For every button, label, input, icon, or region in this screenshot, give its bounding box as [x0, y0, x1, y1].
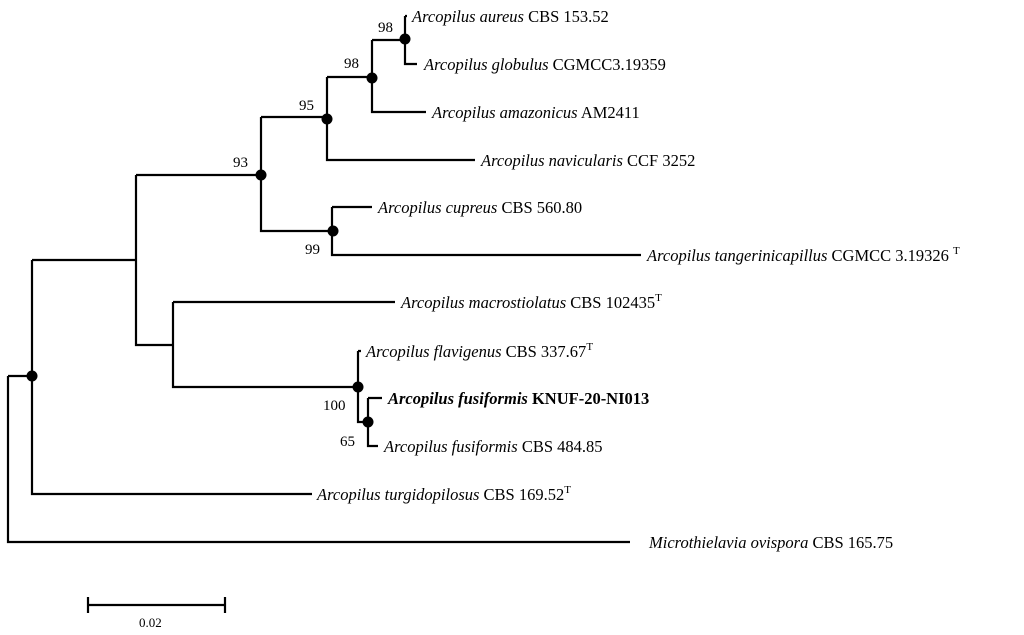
bootstrap-label: 98 [378, 20, 393, 36]
scale-bar-line [86, 597, 227, 613]
taxon-label: Arcopilus flavigenus CBS 337.67T [365, 341, 593, 361]
taxon-label-highlighted: Arcopilus fusiformis KNUF-20-NI013 [387, 389, 649, 408]
node-dot [327, 225, 339, 237]
taxon-label: Arcopilus cupreus CBS 560.80 [377, 198, 582, 217]
taxon-label: Arcopilus navicularis CCF 3252 [480, 151, 695, 170]
bootstrap-label: 93 [233, 155, 248, 171]
taxon-label: Arcopilus macrostiolatus CBS 102435T [400, 292, 662, 312]
branch-b-h [134, 175, 173, 347]
node-dot [26, 370, 38, 382]
taxon-label: Arcopilus tangerinicapillus CGMCC 3.1932… [646, 245, 960, 265]
taxon-label: Arcopilus fusiformis CBS 484.85 [383, 437, 603, 456]
node-dot [399, 33, 411, 45]
bootstrap-label: 99 [305, 242, 320, 258]
bootstrap-label: 98 [344, 56, 359, 72]
bootstrap-label: 95 [299, 98, 314, 114]
branch-navicularis [325, 77, 475, 162]
bootstrap-label: 100 [323, 398, 346, 414]
taxon-labels: Arcopilus aureus CBS 153.52 Arcopilus gl… [316, 7, 960, 552]
branch-j [366, 396, 382, 448]
branch-aureus-globulus [403, 14, 417, 66]
node-dot [362, 416, 374, 428]
branch-h-i [171, 300, 395, 389]
branch-c-g [259, 117, 332, 233]
node-dot [352, 381, 364, 393]
node-dot [321, 113, 333, 125]
branch-outgroup [6, 376, 630, 544]
taxon-label: Arcopilus turgidopilosus CBS 169.52T [316, 484, 571, 504]
taxon-label: Arcopilus amazonicus AM2411 [431, 103, 640, 122]
bootstrap-values: 98 98 95 93 99 100 65 [233, 20, 393, 450]
bootstrap-label: 65 [340, 434, 355, 450]
branches [6, 14, 641, 544]
branch-amazonicus [370, 40, 426, 114]
node-markers [26, 33, 411, 428]
branch-turgidopilosus [30, 260, 312, 496]
node-dot [366, 72, 378, 84]
scale-bar-label: 0.02 [139, 615, 162, 630]
taxon-label: Arcopilus globulus CGMCC3.19359 [423, 55, 666, 74]
scale-bar: 0.02 [86, 597, 227, 630]
branch-cupreus-tangerinicapillus [330, 205, 641, 257]
node-dot [255, 169, 267, 181]
taxon-label: Microthielavia ovispora CBS 165.75 [648, 533, 893, 552]
taxon-label: Arcopilus aureus CBS 153.52 [411, 7, 609, 26]
